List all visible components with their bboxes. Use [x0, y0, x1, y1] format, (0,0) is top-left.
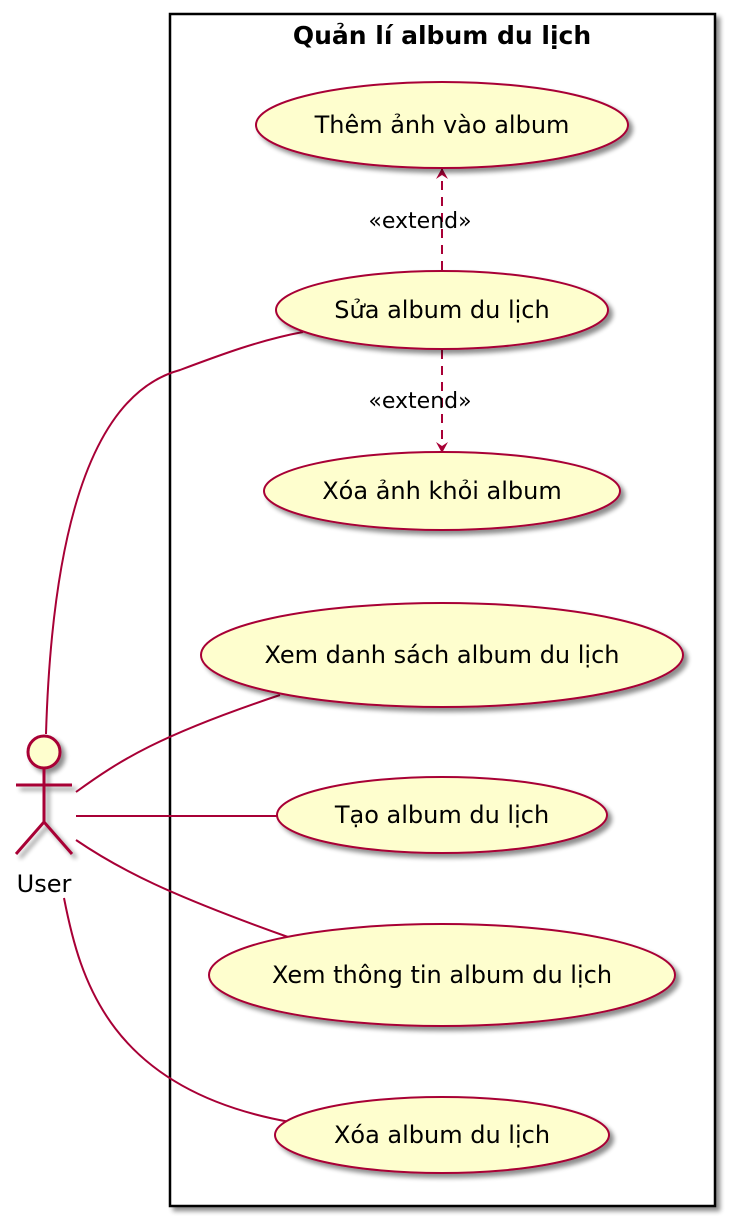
associations [45, 331, 304, 1123]
use-case-label: Xem danh sách album du lịch [264, 641, 619, 669]
association-delete-album [63, 897, 291, 1123]
use-case-delete-photo[interactable]: Xóa ảnh khỏi album [263, 451, 621, 531]
actor-user[interactable]: User [14, 734, 74, 898]
use-case-create-album[interactable]: Tạo album du lịch [276, 776, 608, 854]
association-edit-album [45, 331, 304, 735]
use-case-label: Xem thông tin album du lịch [272, 961, 612, 989]
use-case-label: Xóa album du lịch [334, 1121, 550, 1149]
use-case-add-photo[interactable]: Thêm ảnh vào album [255, 81, 629, 169]
use-case-label: Sửa album du lịch [334, 296, 549, 324]
use-case-label: Thêm ảnh vào album [314, 111, 570, 139]
use-case-label: Xóa ảnh khỏi album [322, 477, 562, 505]
association-view-album [75, 839, 289, 938]
extend-label-add: «extend» [368, 209, 471, 234]
actor-label: User [17, 870, 72, 898]
use-case-edit-album[interactable]: Sửa album du lịch [275, 270, 609, 350]
system-title: Quản lí album du lịch [293, 21, 591, 50]
association-list-albums [75, 694, 281, 793]
use-case-list-albums[interactable]: Xem danh sách album du lịch [200, 602, 684, 708]
actor-stick-figure-icon [14, 734, 74, 855]
use-case-label: Tạo album du lịch [334, 801, 549, 829]
use-case-delete-album[interactable]: Xóa album du lịch [274, 1096, 610, 1174]
use-cases: Thêm ảnh vào album Sửa album du lịch Xóa… [200, 81, 684, 1174]
use-case-view-album[interactable]: Xem thông tin album du lịch [208, 923, 676, 1027]
extend-label-delete: «extend» [368, 389, 471, 414]
